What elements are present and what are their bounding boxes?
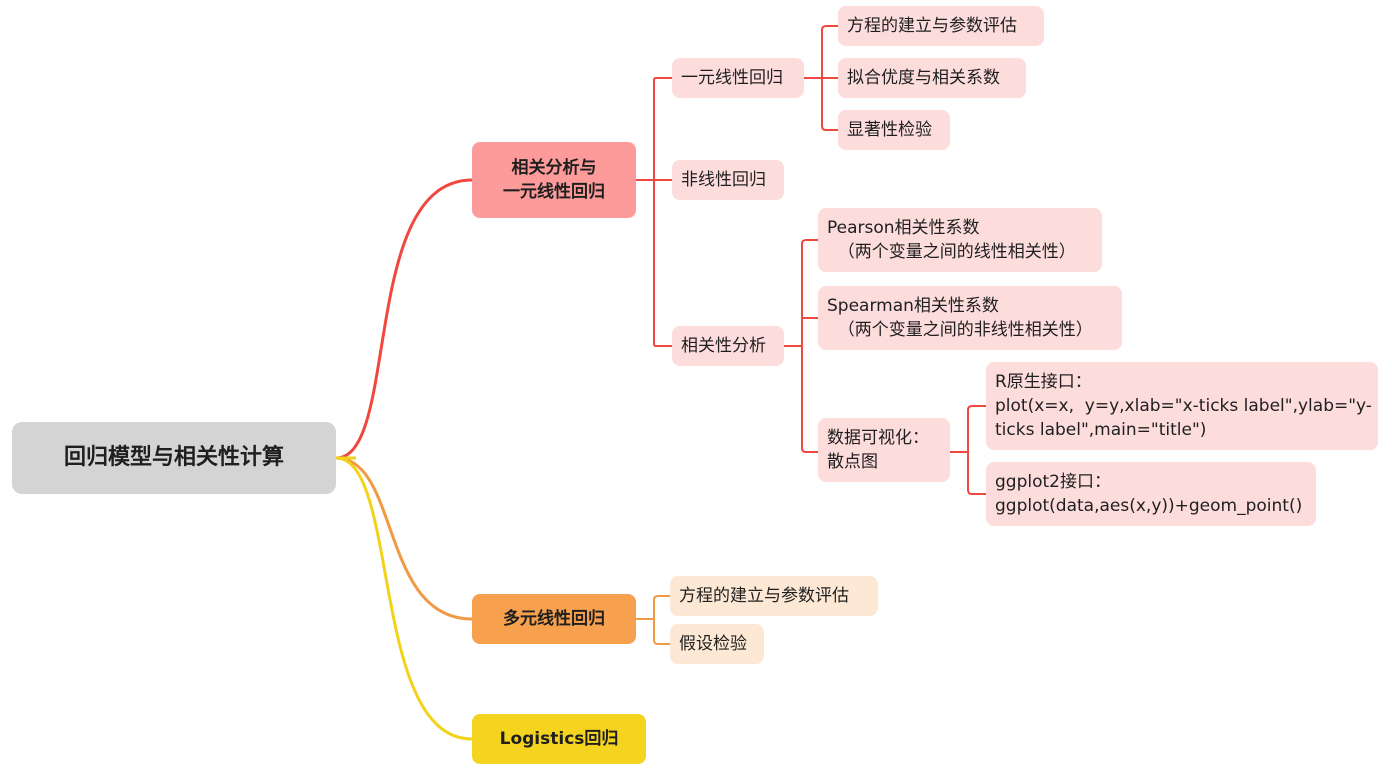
branch-multi-label: 多元线性回归 [503, 609, 605, 629]
connector-root-multi [335, 456, 473, 621]
connector-multi-children [636, 595, 670, 645]
node-linear-label: 一元线性回归 [681, 68, 783, 88]
branch-logistic-label: Logistics回归 [499, 729, 619, 749]
node-linear-child-2-label: 拟合优度与相关系数 [847, 68, 1000, 88]
node-analysis-label: 相关性分析 [681, 336, 766, 356]
node-pearson[interactable]: Pearson相关性系数 （两个变量之间的线性相关性） [818, 208, 1102, 272]
node-multi-child-2-label: 假设检验 [679, 634, 747, 654]
root-label: 回归模型与相关性计算 [63, 445, 284, 470]
connector-root-corr [335, 178, 473, 460]
node-r-interface[interactable]: R原生接口： plot(x=x, y=y,xlab="x-ticks label… [986, 362, 1378, 450]
branch-corr[interactable]: 相关分析与 一元线性回归 [472, 142, 636, 218]
node-multi-child-2[interactable]: 假设检验 [670, 624, 764, 664]
node-spearman[interactable]: Spearman相关性系数 （两个变量之间的非线性相关性） [818, 286, 1122, 350]
node-linear-child-1-label: 方程的建立与参数评估 [847, 16, 1017, 36]
branch-multi[interactable]: 多元线性回归 [472, 594, 636, 644]
connector-viz-children [950, 405, 986, 495]
connector-analysis-children [784, 239, 818, 453]
node-linear-child-1[interactable]: 方程的建立与参数评估 [838, 6, 1044, 46]
connector-root-logistic [335, 456, 473, 741]
node-pearson-label: Pearson相关性系数 （两个变量之间的线性相关性） [827, 218, 1076, 262]
node-ggplot-interface-label: ggplot2接口： ggplot(data,aes(x,y))+geom_po… [995, 472, 1303, 516]
node-spearman-label: Spearman相关性系数 （两个变量之间的非线性相关性） [827, 296, 1093, 340]
connector-linear-children [804, 25, 838, 131]
root-node[interactable]: 回归模型与相关性计算 [12, 422, 336, 494]
node-linear[interactable]: 一元线性回归 [672, 58, 804, 98]
node-r-interface-label: R原生接口： plot(x=x, y=y,xlab="x-ticks label… [995, 372, 1372, 440]
node-viz-label: 数据可视化： 散点图 [827, 428, 929, 472]
connector-corr-children [636, 77, 672, 347]
branch-logistic[interactable]: Logistics回归 [472, 714, 646, 764]
node-ggplot-interface[interactable]: ggplot2接口： ggplot(data,aes(x,y))+geom_po… [986, 462, 1316, 526]
node-analysis[interactable]: 相关性分析 [672, 326, 784, 366]
node-multi-child-1-label: 方程的建立与参数评估 [679, 586, 849, 606]
node-viz[interactable]: 数据可视化： 散点图 [818, 418, 950, 482]
node-nonlinear-label: 非线性回归 [681, 170, 766, 190]
node-linear-child-3-label: 显著性检验 [847, 120, 932, 140]
node-multi-child-1[interactable]: 方程的建立与参数评估 [670, 576, 878, 616]
branch-corr-label: 相关分析与 一元线性回归 [503, 158, 605, 202]
node-linear-child-3[interactable]: 显著性检验 [838, 110, 950, 150]
node-nonlinear[interactable]: 非线性回归 [672, 160, 784, 200]
node-linear-child-2[interactable]: 拟合优度与相关系数 [838, 58, 1026, 98]
